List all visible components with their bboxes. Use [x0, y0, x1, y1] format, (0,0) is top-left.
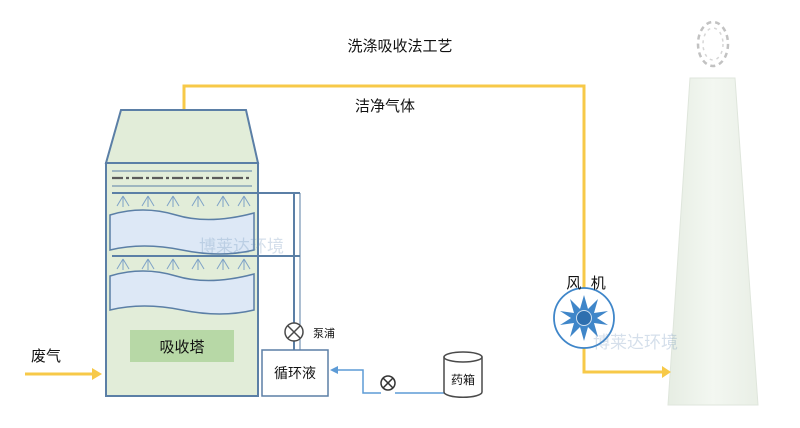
spray-layer-upper: [112, 192, 300, 207]
watermark-fan: 博莱达环境: [593, 333, 678, 353]
circulating-tank: [261, 349, 329, 397]
fan-icon: [553, 287, 615, 349]
tower-label-box: [130, 330, 234, 362]
demister: [112, 170, 252, 187]
packing-layer-upper: [109, 209, 255, 255]
chemical-tank: [443, 351, 483, 399]
chimney: [667, 77, 759, 406]
smoke-icon: [696, 20, 730, 68]
waste-gas-label: 废气: [31, 347, 61, 365]
packing-layer-lower: [109, 270, 255, 315]
circulating-liquid-label: 循环液: [274, 366, 316, 382]
pump-icon: [284, 322, 304, 342]
absorption-tower: [104, 109, 300, 397]
clean-gas-label: 洁净气体: [355, 97, 415, 115]
tower-label: 吸收塔: [159, 338, 204, 356]
pump-label: 泵浦: [313, 327, 335, 340]
diagram-title: 洗涤吸收法工艺: [347, 37, 452, 55]
watermark-tower: 博莱达环境: [199, 237, 284, 257]
fan-label: 风 机: [566, 274, 606, 292]
dosing-valve-icon: [380, 375, 396, 391]
chemical-tank-label: 药箱: [451, 372, 475, 387]
spray-layer-lower: [112, 255, 300, 270]
waste-gas-arrow: [25, 368, 102, 380]
